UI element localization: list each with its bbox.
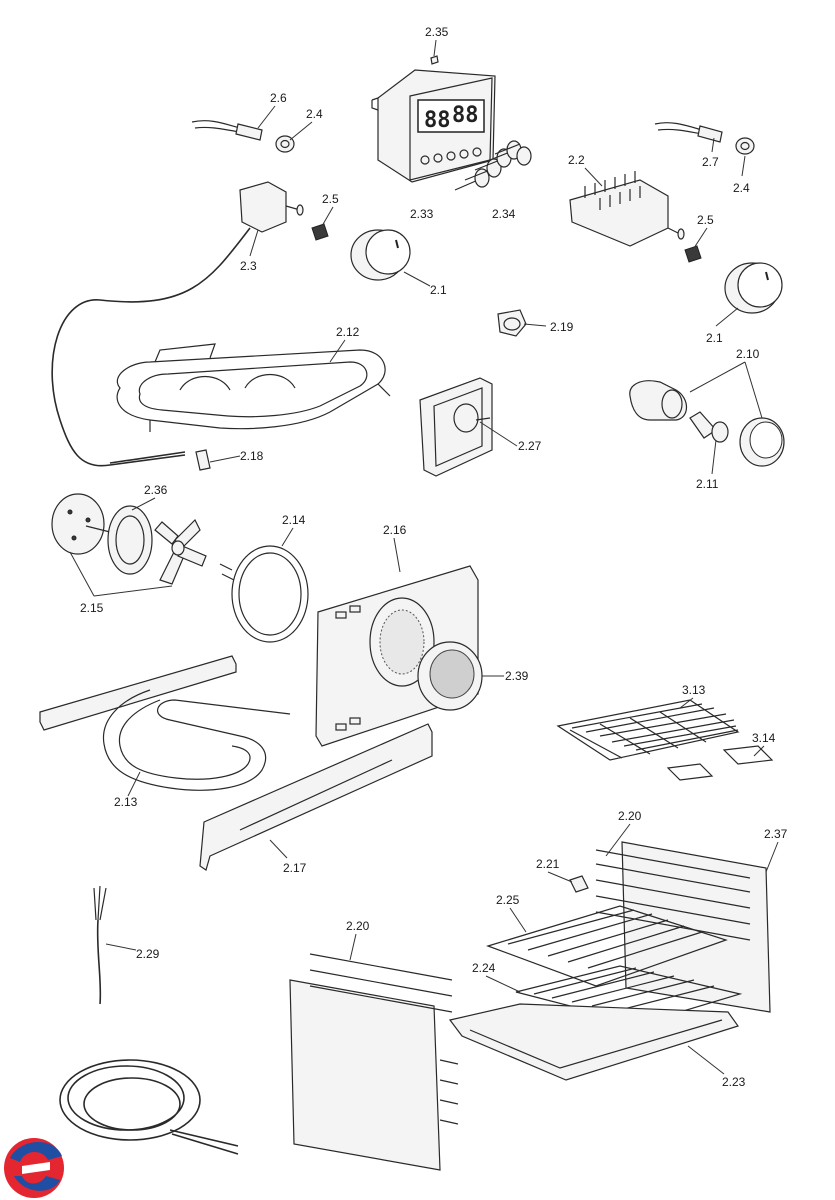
grill-element-part: [116, 343, 391, 432]
label-2-35: 2.35: [425, 25, 449, 39]
label-2-5-left: 2.5: [322, 192, 339, 206]
control-knob-part-right: [724, 262, 783, 314]
label-2-36: 2.36: [144, 483, 168, 497]
shelf-support-part: [666, 745, 774, 781]
side-panel-part-left: [289, 953, 459, 1171]
label-2-5-right: 2.5: [697, 213, 714, 227]
label-2-23: 2.23: [722, 1075, 746, 1089]
thermal-cutout-part: [497, 309, 527, 337]
timer-display-left: 88: [424, 108, 451, 133]
fan-motor-part: [51, 493, 111, 555]
fan-plate-part: [107, 505, 153, 575]
label-2-1-left: 2.1: [430, 283, 447, 297]
label-2-11: 2.11: [696, 477, 719, 491]
label-2-24: 2.24: [472, 961, 496, 975]
push-buttons-part: [454, 140, 532, 191]
label-2-33: 2.33: [410, 207, 434, 221]
label-2-4-right: 2.4: [733, 181, 750, 195]
lamp-cable-part-left: [191, 120, 295, 153]
label-2-39: 2.39: [505, 669, 529, 683]
lamp-cable-part-right: [654, 122, 755, 155]
selector-switch-part: [569, 171, 685, 247]
knob-adapter-part-left: [311, 223, 329, 241]
oven-shelf-part: [486, 905, 728, 987]
screw-part-2-35: [430, 55, 439, 65]
label-2-16: 2.16: [383, 523, 407, 537]
label-3-13: 3.13: [682, 683, 706, 697]
label-2-4-left: 2.4: [306, 107, 323, 121]
side-panel-part-right: [595, 841, 771, 1013]
knob-adapter-part-right: [684, 245, 702, 263]
label-2-2: 2.2: [568, 153, 585, 167]
company-logo: [4, 1138, 64, 1198]
label-2-21: 2.21: [536, 857, 560, 871]
label-2-19: 2.19: [550, 320, 574, 334]
label-2-7: 2.7: [702, 155, 719, 169]
label-3-14: 3.14: [752, 731, 776, 745]
lower-element-part: [39, 655, 291, 791]
fan-thermostat-part: [419, 377, 493, 477]
lamp-bulb-part: [689, 411, 729, 443]
label-2-6: 2.6: [270, 91, 287, 105]
label-2-34: 2.34: [492, 207, 516, 221]
label-2-20-bottom: 2.20: [346, 919, 370, 933]
wire-shelf-part: [556, 699, 740, 761]
label-2-1-right: 2.1: [706, 331, 723, 345]
label-2-12: 2.12: [336, 325, 360, 339]
label-2-27: 2.27: [518, 439, 542, 453]
label-2-14: 2.14: [282, 513, 306, 527]
label-2-18: 2.18: [240, 449, 264, 463]
label-2-37: 2.37: [764, 827, 788, 841]
thermostat-part: [51, 181, 304, 467]
fan-blade-part: [154, 518, 207, 585]
circular-element-part: [219, 545, 309, 643]
label-2-17: 2.17: [283, 861, 307, 875]
lamp-lens-part: [739, 417, 785, 467]
label-2-10: 2.10: [736, 347, 760, 361]
wiring-harness-part: [59, 1059, 239, 1155]
lamp-holder-part: [629, 380, 688, 421]
part-labels: 2.35 2.6 2.4 2.33 2.34 2.7 2.4 2.2 2.5 2…: [80, 25, 788, 1089]
label-2-13: 2.13: [114, 795, 138, 809]
leader-lines: [69, 39, 779, 1075]
timer-display-right: 88: [452, 103, 479, 128]
mains-cable-part: [93, 885, 107, 1005]
runner-screw-part: [569, 875, 589, 893]
label-2-15: 2.15: [80, 601, 104, 615]
fan-cover-ring-part: [417, 641, 483, 711]
control-knob-part-left: [350, 229, 411, 281]
label-2-3: 2.3: [240, 259, 257, 273]
element-clip-part: [195, 449, 211, 471]
label-2-29: 2.29: [136, 947, 160, 961]
label-2-20-top: 2.20: [618, 809, 642, 823]
timer-programmer-part: 88 88: [371, 69, 496, 183]
grill-pan-part: [448, 1003, 739, 1081]
label-2-25: 2.25: [496, 893, 520, 907]
heating-strip-part: [199, 723, 433, 871]
